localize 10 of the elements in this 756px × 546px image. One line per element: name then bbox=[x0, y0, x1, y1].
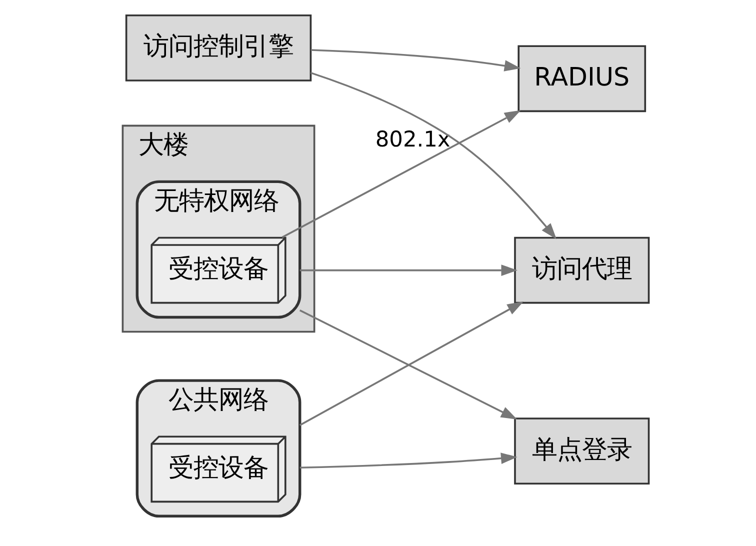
node-box: 访问代理 bbox=[514, 236, 650, 304]
node-box: 访问控制引擎 bbox=[124, 14, 312, 82]
arrow bbox=[299, 264, 518, 276]
node-box: 单点登录 bbox=[514, 418, 650, 485]
arrow bbox=[310, 72, 556, 240]
node-box: RADIUS bbox=[517, 45, 646, 112]
edge-label: 802.1x bbox=[374, 128, 450, 153]
arrow bbox=[310, 49, 520, 72]
arrow bbox=[299, 452, 517, 469]
arrow bbox=[281, 110, 520, 238]
